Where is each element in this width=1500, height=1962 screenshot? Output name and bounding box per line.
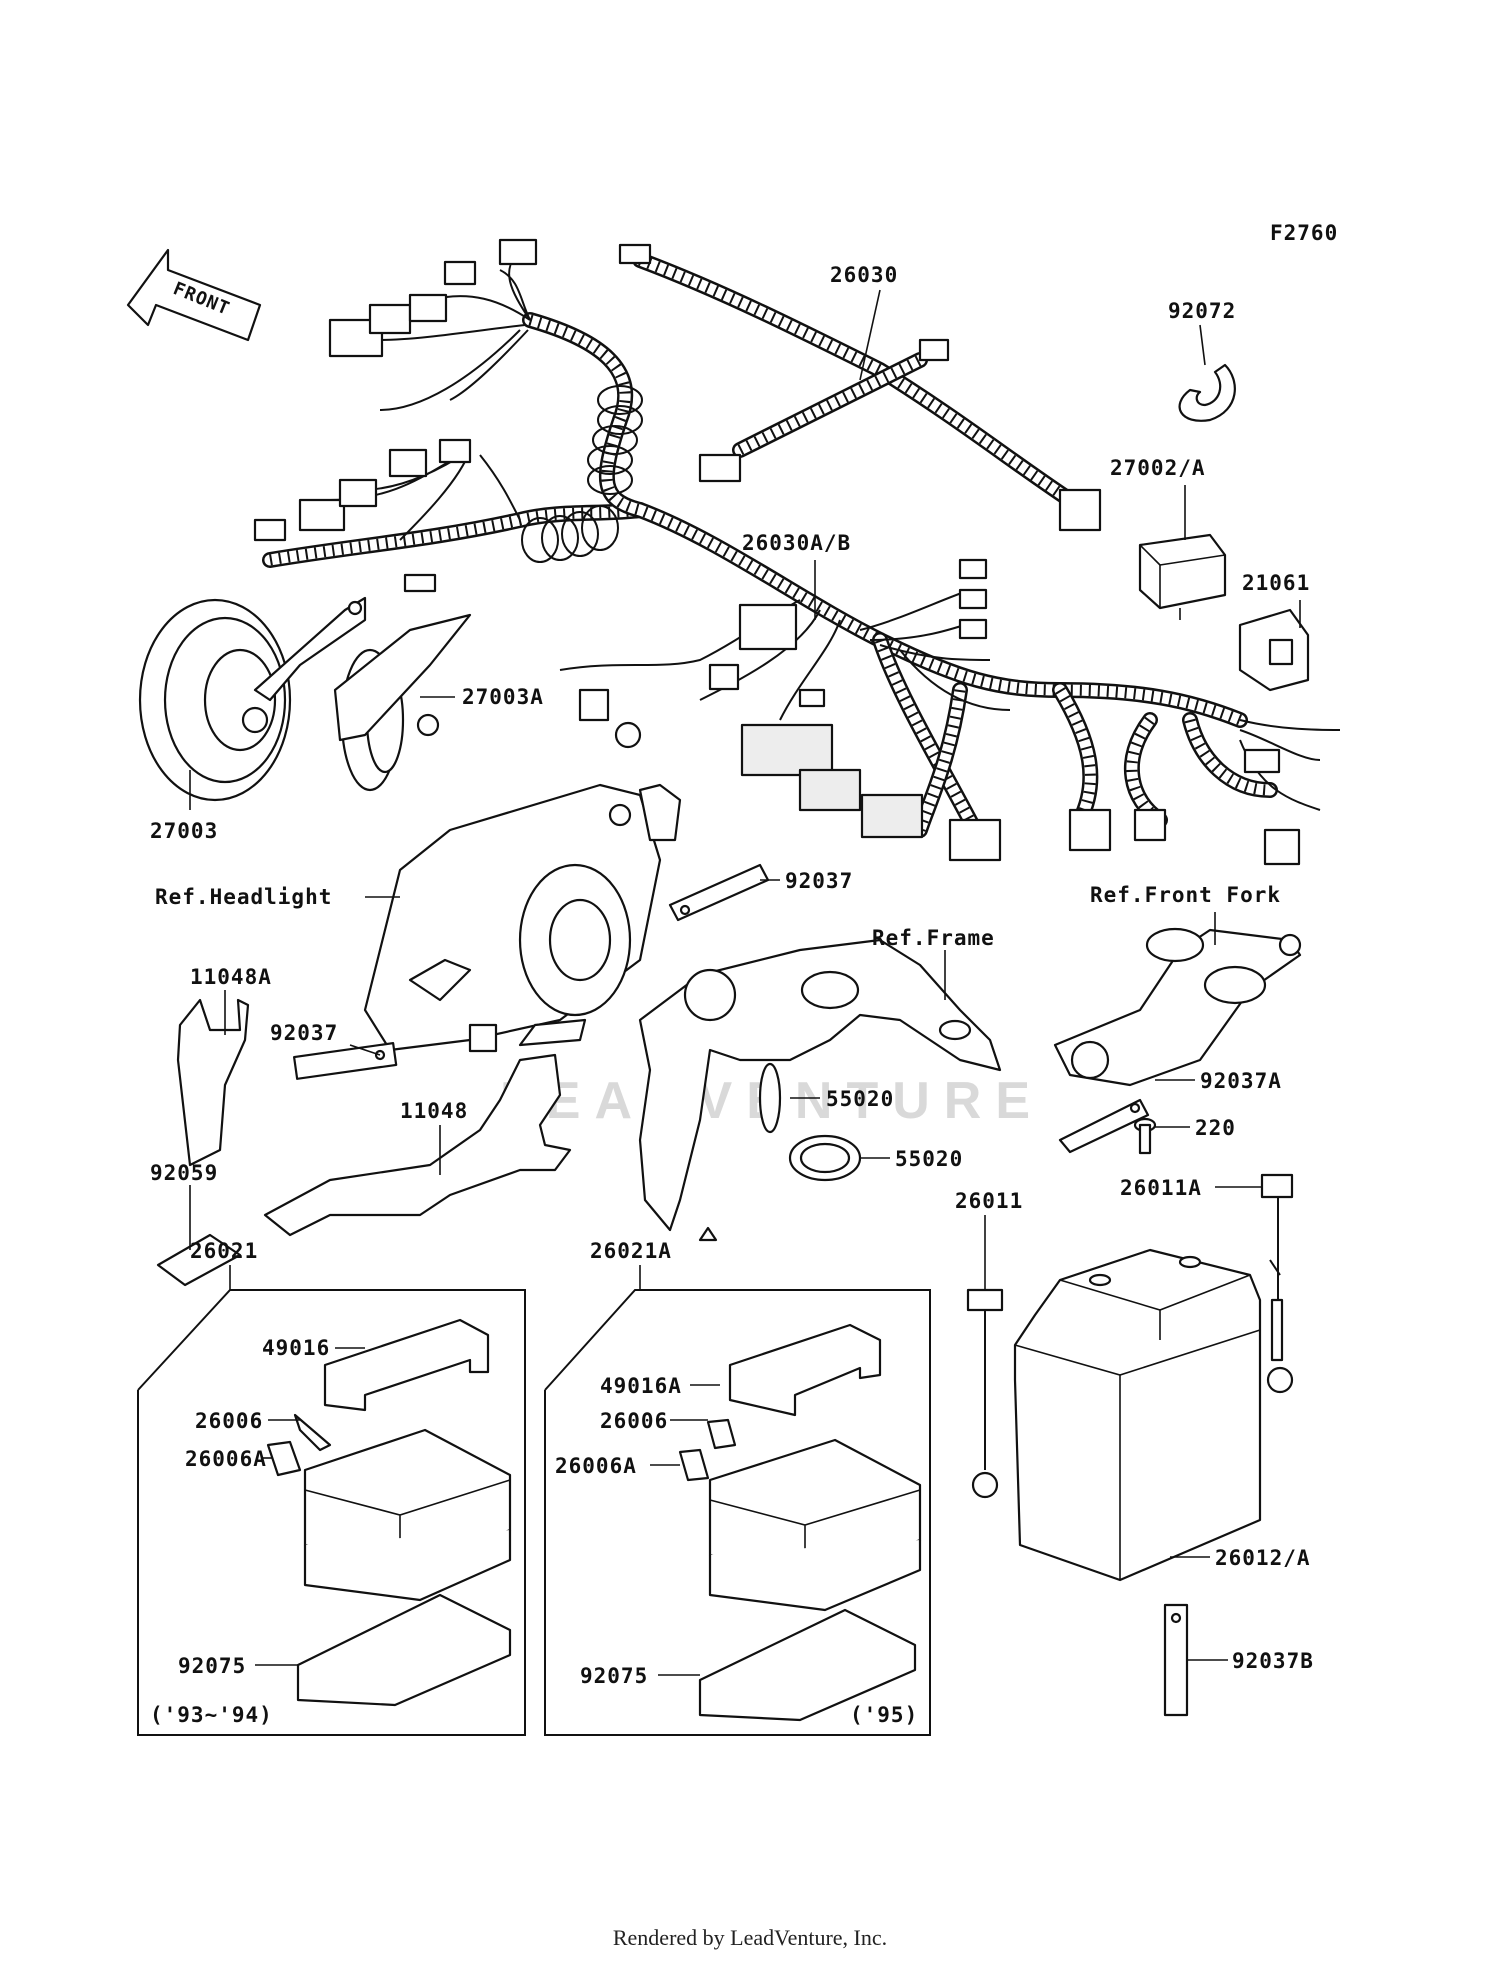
label-92059: 92059: [150, 1161, 218, 1185]
label-ref-frame: Ref.Frame: [872, 926, 995, 950]
label-27003A: 27003A: [462, 685, 544, 709]
label-26021A: 26021A: [590, 1239, 672, 1263]
part-labels: 26030 92072 27002/A 26030A/B 21061 27003…: [150, 263, 1314, 1727]
footer-credit: Rendered by LeadVenture, Inc.: [612, 1925, 888, 1950]
label-49016: 49016: [262, 1336, 330, 1360]
label-26006-left: 26006: [195, 1409, 263, 1433]
label-ref-front-fork: Ref.Front Fork: [1090, 883, 1281, 907]
relay-27002: [1138, 533, 1227, 620]
horn-27003: [138, 596, 367, 802]
label-220: 220: [1195, 1116, 1236, 1140]
headlight-ref: [363, 783, 682, 1053]
label-ref-headlight: Ref.Headlight: [155, 885, 332, 909]
cable-26011A: [1260, 1173, 1294, 1394]
label-11048A: 11048A: [190, 965, 272, 989]
label-years-left: ('93~'94): [150, 1703, 273, 1727]
label-26006-right: 26006: [600, 1409, 668, 1433]
harness-connectors: [253, 238, 1301, 866]
label-11048: 11048: [400, 1099, 468, 1123]
label-21061: 21061: [1242, 571, 1310, 595]
grommet-55020-b: [788, 1134, 862, 1182]
band-92037B: [1163, 1603, 1189, 1717]
battery-26012A: [1013, 1248, 1262, 1582]
label-26006A-right: 26006A: [555, 1454, 637, 1478]
band-92037-left: [292, 1042, 398, 1080]
label-26011A: 26011A: [1120, 1176, 1202, 1200]
grommet-55020-a: [758, 1062, 782, 1134]
label-55020-a: 55020: [826, 1087, 894, 1111]
label-26030AB: 26030A/B: [742, 531, 851, 555]
frame-ref: [638, 938, 1002, 1242]
label-26006A-left: 26006A: [185, 1447, 267, 1471]
bracket-11048: [263, 1018, 587, 1237]
label-27003: 27003: [150, 819, 218, 843]
label-92072: 92072: [1168, 299, 1236, 323]
leader-lines: [189, 289, 1301, 1676]
label-49016A: 49016A: [600, 1374, 682, 1398]
label-26012A: 26012/A: [1215, 1546, 1311, 1570]
kit-box-26021A: [544, 1289, 931, 1736]
label-years-right: ('95): [850, 1703, 918, 1727]
clamp-92072: [1178, 363, 1236, 422]
label-92075-left: 92075: [178, 1654, 246, 1678]
label-26021: 26021: [190, 1239, 258, 1263]
label-26030: 26030: [830, 263, 898, 287]
label-92037-left: 92037: [270, 1021, 338, 1045]
cable-26011: [966, 1288, 1004, 1499]
band-92037A: [1058, 1098, 1150, 1154]
kit-box-26021: [137, 1289, 526, 1736]
label-27002A: 27002/A: [1110, 456, 1206, 480]
label-92037-top: 92037: [785, 869, 853, 893]
screw-220: [1133, 1117, 1157, 1155]
label-55020-b: 55020: [895, 1147, 963, 1171]
label-92037B: 92037B: [1232, 1649, 1314, 1673]
front-arrow-icon: FRONT: [126, 248, 262, 342]
band-92037-top: [668, 863, 770, 922]
part-21061: [1238, 608, 1310, 692]
label-92037A: 92037A: [1200, 1069, 1282, 1093]
bracket-11048A: [176, 998, 250, 1167]
label-26011: 26011: [955, 1189, 1023, 1213]
figure-code: F2760: [1270, 221, 1338, 245]
main-harness: [262, 249, 1341, 848]
horn-27003A: [333, 613, 472, 792]
front-fork-ref: [1053, 927, 1302, 1087]
sub-harness-26030: [618, 243, 1102, 532]
label-92075-right: 92075: [580, 1664, 648, 1688]
part-92059: [156, 1233, 242, 1287]
